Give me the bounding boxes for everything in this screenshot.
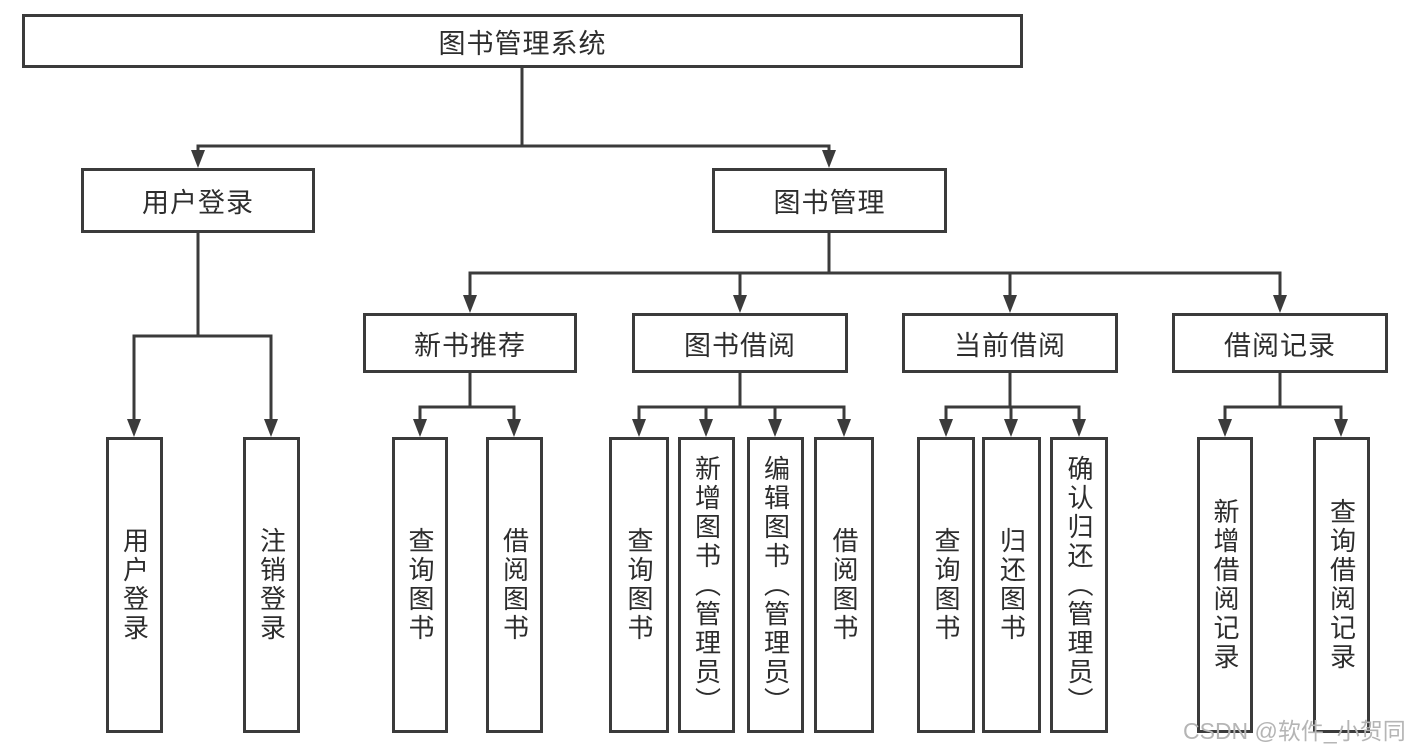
leaf-borrow-books-2: 借阅图书 (814, 437, 874, 733)
leaf-return-books: 归还图书 (982, 437, 1041, 733)
leaf-user-login: 用户登录 (106, 437, 163, 733)
leaf-add-books-admin: 新增图书（管理员） (678, 437, 735, 733)
leaf-edit-books-admin: 编辑图书（管理员） (747, 437, 804, 733)
leaf-label: 用户登录 (119, 527, 150, 643)
node-book-management: 图书管理 (712, 168, 947, 233)
node-label: 当前借阅 (954, 330, 1066, 361)
leaf-logout: 注销登录 (243, 437, 300, 733)
leaf-confirm-return-admin: 确认归还（管理员） (1050, 437, 1108, 733)
node-book-borrowing: 图书借阅 (632, 313, 848, 373)
csdn-watermark: CSDN @软件_小贺同学 (1183, 718, 1405, 744)
leaf-query-borrow-record: 查询借阅记录 (1313, 437, 1370, 733)
leaf-query-books-1: 查询图书 (392, 437, 448, 733)
node-label: 图书管理系统 (438, 28, 607, 59)
leaf-label: 借阅图书 (499, 527, 530, 643)
node-borrowing-records: 借阅记录 (1172, 313, 1388, 373)
node-label: 借阅记录 (1224, 330, 1336, 361)
node-label: 新书推荐 (414, 330, 526, 361)
leaf-label: 新增借阅记录 (1210, 498, 1240, 672)
leaf-label: 归还图书 (996, 527, 1027, 643)
leaf-label: 编辑图书（管理员） (760, 454, 791, 716)
leaf-label: 查询图书 (931, 527, 961, 643)
leaf-borrow-books-1: 借阅图书 (486, 437, 543, 733)
node-new-book-recommend: 新书推荐 (363, 313, 577, 373)
node-label: 图书管理 (773, 188, 886, 218)
leaf-label: 查询图书 (624, 527, 654, 643)
leaf-query-books-2: 查询图书 (609, 437, 669, 733)
leaf-label: 查询图书 (405, 527, 435, 643)
leaf-label: 借阅图书 (829, 527, 859, 643)
node-label: 用户登录 (142, 188, 254, 218)
leaf-add-borrow-record: 新增借阅记录 (1197, 437, 1253, 733)
node-user-login: 用户登录 (81, 168, 315, 233)
node-label: 图书借阅 (684, 330, 796, 361)
leaf-label: 注销登录 (256, 527, 287, 643)
leaf-label: 查询借阅记录 (1326, 498, 1357, 672)
node-current-borrowing: 当前借阅 (902, 313, 1118, 373)
node-library-management-system: 图书管理系统 (22, 14, 1023, 68)
leaf-label: 新增图书（管理员） (691, 454, 722, 716)
leaf-query-books-3: 查询图书 (917, 437, 975, 733)
leaf-label: 确认归还（管理员） (1064, 454, 1094, 716)
